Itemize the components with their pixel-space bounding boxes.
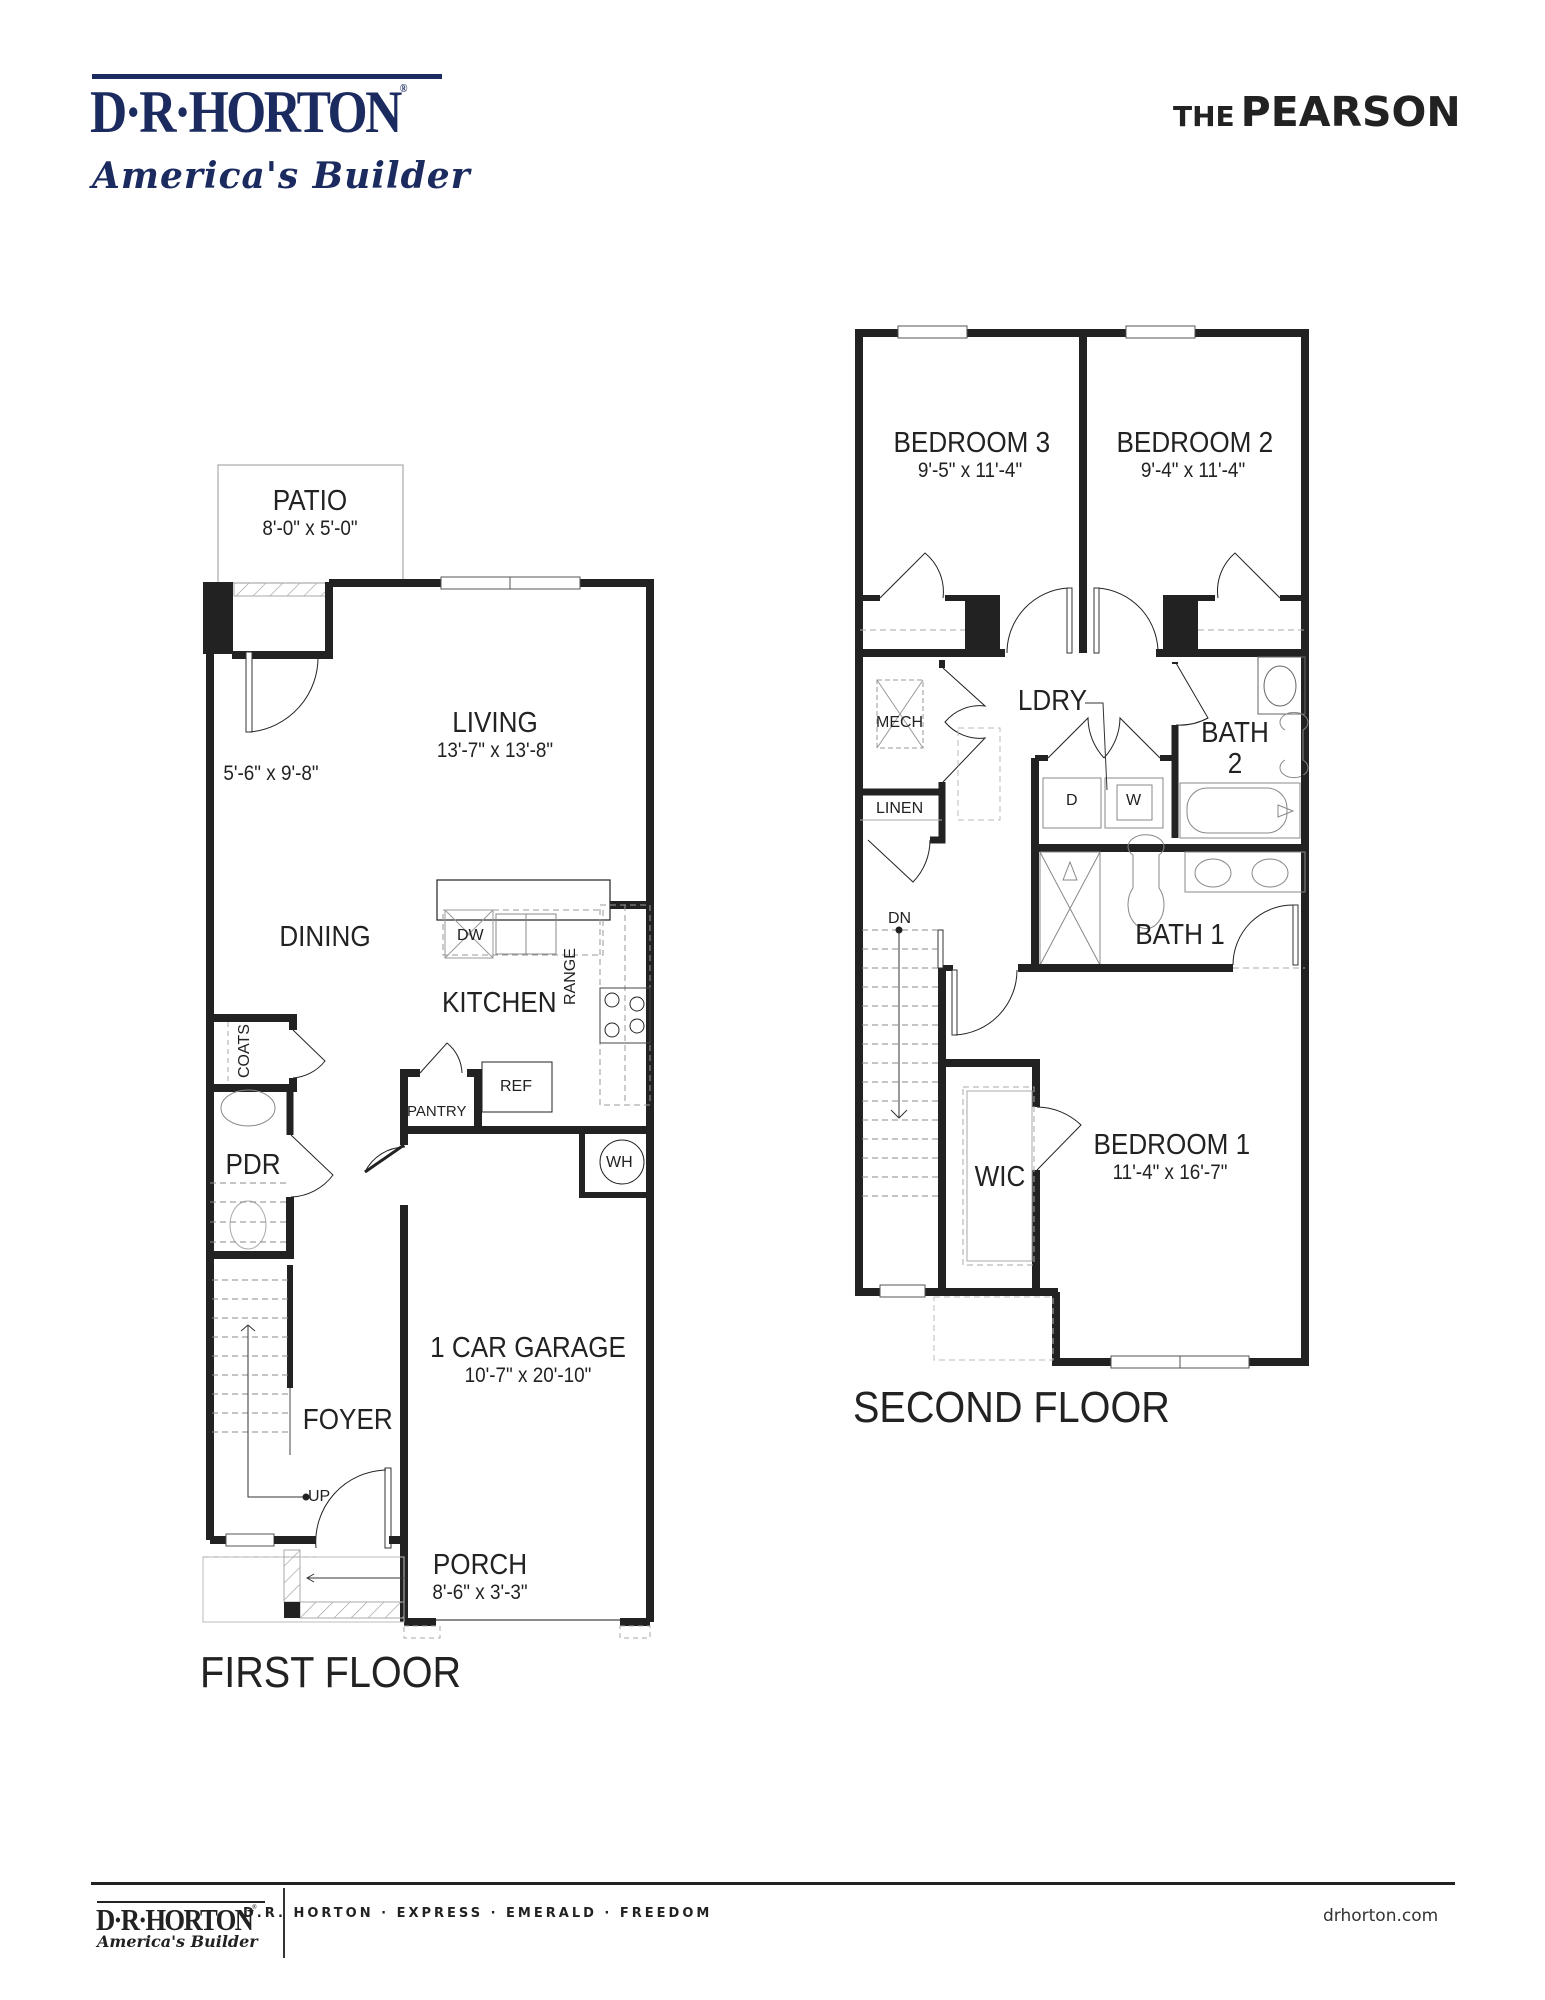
room-name: PORCH bbox=[432, 1549, 528, 1581]
dishwasher-label: DW bbox=[457, 927, 484, 944]
logo-tagline: America's Builder bbox=[92, 155, 471, 197]
second-floor-plan bbox=[855, 325, 1309, 1369]
room-name: DINING bbox=[279, 921, 371, 953]
room-name: BEDROOM 1 bbox=[1093, 1129, 1251, 1161]
footer-logo-rule bbox=[97, 1901, 265, 1903]
logo-rule bbox=[92, 74, 442, 79]
room-dimensions: 5'-6" x 9'-8" bbox=[223, 762, 319, 785]
room-pdr: PDR bbox=[222, 1150, 285, 1181]
plan-title-prefix: THE bbox=[1173, 100, 1235, 133]
logo-wordmark: D·R·HORTON® bbox=[90, 82, 407, 142]
room-mech: MECH bbox=[876, 714, 924, 731]
room-dimensions: 10'-7" x 20'-10" bbox=[464, 1364, 592, 1387]
registered-mark: ® bbox=[399, 81, 408, 95]
plan-title-name: PEARSON bbox=[1240, 88, 1461, 136]
room-foyer: FOYER bbox=[302, 1404, 393, 1436]
room-bedroom-2: BEDROOM 2 9'-4" x 11'-4" bbox=[1116, 427, 1274, 483]
room-dimensions: 8'-0" x 5'-0" bbox=[262, 517, 358, 540]
room-dining: DINING bbox=[276, 922, 375, 953]
room-name: BATH 1 bbox=[1135, 919, 1225, 951]
room-name: 1 CAR GARAGE bbox=[430, 1332, 626, 1364]
footer-website-link[interactable]: drhorton.com bbox=[1323, 1906, 1439, 1926]
range-label: RANGE bbox=[562, 948, 579, 1005]
footer-brands: D.R. HORTON · EXPRESS · EMERALD · FREEDO… bbox=[243, 1906, 713, 1921]
room-linen: LINEN bbox=[876, 800, 924, 817]
footer-logo-wordmark: D·R·HORTON® bbox=[96, 1902, 257, 1937]
logo-wordmark-text: D·R·HORTON bbox=[90, 79, 402, 145]
room-name: PATIO bbox=[272, 485, 348, 517]
first-floor-plan bbox=[202, 464, 654, 1639]
room-bedroom-3: BEDROOM 3 9'-5" x 11'-4" bbox=[893, 427, 1051, 483]
room-dimensions: 11'-4" x 16'-7" bbox=[1112, 1161, 1228, 1184]
room-dimensions: 9'-4" x 11'-4" bbox=[1140, 459, 1246, 482]
room-name: WIC bbox=[974, 1161, 1026, 1193]
room-name: LIVING bbox=[452, 707, 538, 739]
room-dimensions: 8'-6" x 3'-3" bbox=[432, 1581, 528, 1604]
footer-logo-tagline: America's Builder bbox=[97, 1932, 258, 1951]
room-kitchen: KITCHEN bbox=[442, 987, 557, 1019]
refrigerator-label: REF bbox=[500, 1078, 532, 1095]
room-name: PDR bbox=[225, 1149, 281, 1181]
stair-down-label: DN bbox=[888, 910, 912, 927]
dryer-label: D bbox=[1066, 792, 1078, 809]
room-name: KITCHEN bbox=[442, 987, 557, 1019]
room-porch: PORCH 8'-6" x 3'-3" bbox=[422, 1549, 539, 1605]
room-name: BATH bbox=[1201, 717, 1269, 749]
stair-up-label: UP bbox=[308, 1488, 331, 1505]
room-name: LDRY bbox=[1017, 685, 1088, 717]
room-dimensions: 9'-5" x 11'-4" bbox=[917, 459, 1023, 482]
room-name: FOYER bbox=[302, 1404, 393, 1436]
room-dining-dimensions: 5'-6" x 9'-8" bbox=[214, 762, 327, 785]
room-bath-2: BATH 2 bbox=[1199, 718, 1271, 780]
room-coats: COATS bbox=[236, 1024, 253, 1078]
room-patio: PATIO 8'-0" x 5'-0" bbox=[254, 485, 366, 541]
room-pantry: PANTRY bbox=[407, 1103, 467, 1120]
room-dimensions: 13'-7" x 13'-8" bbox=[436, 739, 554, 762]
room-bedroom-1: BEDROOM 1 11'-4" x 16'-7" bbox=[1093, 1129, 1251, 1185]
washer-label: W bbox=[1126, 792, 1142, 809]
room-name: BEDROOM 3 bbox=[893, 427, 1051, 459]
room-name: BEDROOM 2 bbox=[1116, 427, 1274, 459]
footer-separator bbox=[283, 1888, 285, 1958]
room-bath-1: BATH 1 bbox=[1131, 920, 1230, 951]
first-floor-label: FIRST FLOOR bbox=[200, 1648, 462, 1697]
second-floor-label: SECOND FLOOR bbox=[853, 1383, 1170, 1432]
footer-logo-wordmark-text: D·R·HORTON bbox=[96, 1902, 254, 1937]
room-living: LIVING 13'-7" x 13'-8" bbox=[419, 707, 572, 763]
water-heater-label: WH bbox=[606, 1154, 633, 1171]
registered-mark: ® bbox=[252, 1903, 257, 1911]
room-garage: 1 CAR GARAGE 10'-7" x 20'-10" bbox=[429, 1332, 627, 1388]
room-laundry: LDRY bbox=[1014, 686, 1091, 717]
room-number: 2 bbox=[1227, 748, 1243, 780]
room-wic: WIC bbox=[971, 1162, 1029, 1193]
footer-divider bbox=[91, 1882, 1455, 1885]
